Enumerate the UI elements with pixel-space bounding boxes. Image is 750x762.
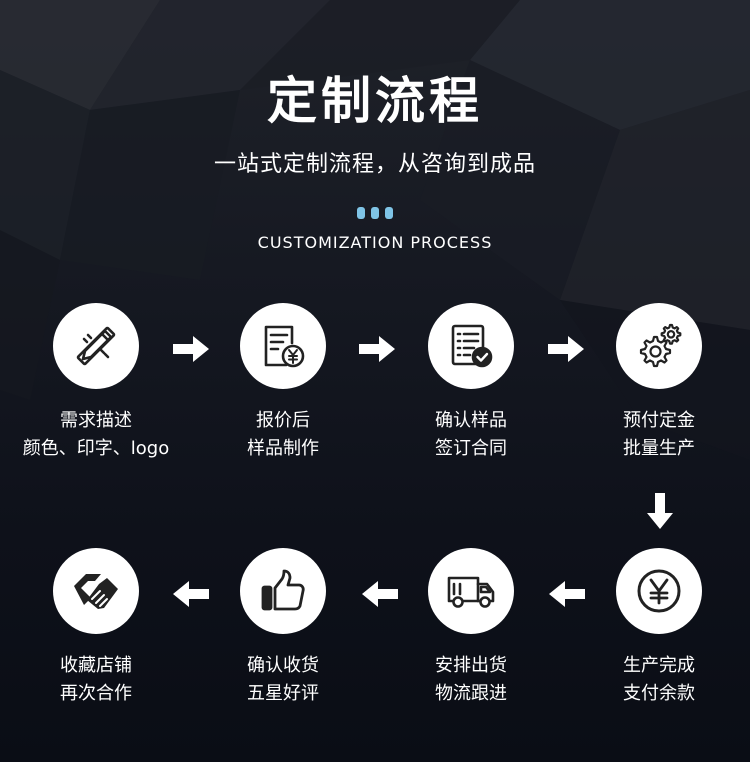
- step-circle: [428, 548, 514, 634]
- arrow-right-icon: [548, 336, 584, 362]
- arrow-left-icon: [549, 581, 585, 607]
- step-favorite: 收藏店铺 再次合作: [11, 548, 181, 708]
- step-circle: [428, 303, 514, 389]
- step-requirement: 需求描述 颜色、印字、logo: [11, 303, 181, 463]
- step-line1: 预付定金: [623, 410, 695, 431]
- dot: [371, 207, 379, 219]
- delivery-truck-icon: [447, 576, 495, 608]
- page-subtitle: 一站式定制流程，从咨询到成品: [213, 152, 536, 177]
- handshake-icon: [74, 574, 118, 609]
- yen-coin-icon: [637, 569, 681, 613]
- step-line1: 收藏店铺: [60, 655, 132, 676]
- pencil-ruler-icon: [76, 326, 116, 366]
- invoice-yen-icon: [264, 325, 305, 368]
- step-line2: 支付余款: [623, 683, 695, 704]
- step-quote: 报价后 样品制作: [198, 303, 368, 463]
- thumbs-up-icon: [261, 569, 305, 611]
- step-line2: 颜色、印字、logo: [22, 438, 170, 459]
- step-line2: 五星好评: [247, 683, 319, 704]
- step-label: 收藏店铺 再次合作: [11, 652, 181, 708]
- step-circle: [616, 548, 702, 634]
- step-line1: 生产完成: [623, 655, 695, 676]
- arrow-right-icon: [173, 336, 209, 362]
- arrow-down-icon: [647, 493, 673, 529]
- step-line2: 批量生产: [623, 438, 695, 459]
- step-line1: 报价后: [256, 410, 310, 431]
- page-title: 定制流程: [267, 72, 483, 130]
- step-circle: [53, 548, 139, 634]
- step-line2: 物流跟进: [435, 683, 507, 704]
- step-label: 需求描述 颜色、印字、logo: [11, 407, 181, 463]
- step-circle: [53, 303, 139, 389]
- decorative-dots: [0, 207, 750, 219]
- step-circle: [240, 548, 326, 634]
- dot: [357, 207, 365, 219]
- step-line1: 确认收货: [247, 655, 319, 676]
- step-deposit: 预付定金 批量生产: [574, 303, 744, 463]
- step-label: 生产完成 支付余款: [574, 652, 744, 708]
- step-label: 报价后 样品制作: [198, 407, 368, 463]
- step-label: 确认样品 签订合同: [386, 407, 556, 463]
- step-circle: [240, 303, 326, 389]
- step-receipt: 确认收货 五星好评: [198, 548, 368, 708]
- step-label: 安排出货 物流跟进: [386, 652, 556, 708]
- step-confirm-sample: 确认样品 签订合同: [386, 303, 556, 463]
- step-balance: 生产完成 支付余款: [574, 548, 744, 708]
- arrow-left-icon: [173, 581, 209, 607]
- step-shipping: 安排出货 物流跟进: [386, 548, 556, 708]
- step-line2: 样品制作: [247, 438, 319, 459]
- english-title: CUSTOMIZATION PROCESS: [257, 233, 493, 252]
- step-label: 预付定金 批量生产: [574, 407, 744, 463]
- document-check-icon: [451, 324, 493, 368]
- step-circle: [616, 303, 702, 389]
- step-line1: 需求描述: [60, 410, 132, 431]
- dot: [385, 207, 393, 219]
- step-line2: 再次合作: [60, 683, 132, 704]
- step-line1: 确认样品: [435, 410, 507, 431]
- gears-icon: [639, 323, 682, 368]
- step-label: 确认收货 五星好评: [198, 652, 368, 708]
- arrow-right-icon: [359, 336, 395, 362]
- step-line1: 安排出货: [435, 655, 507, 676]
- arrow-left-icon: [362, 581, 398, 607]
- step-line2: 签订合同: [435, 438, 507, 459]
